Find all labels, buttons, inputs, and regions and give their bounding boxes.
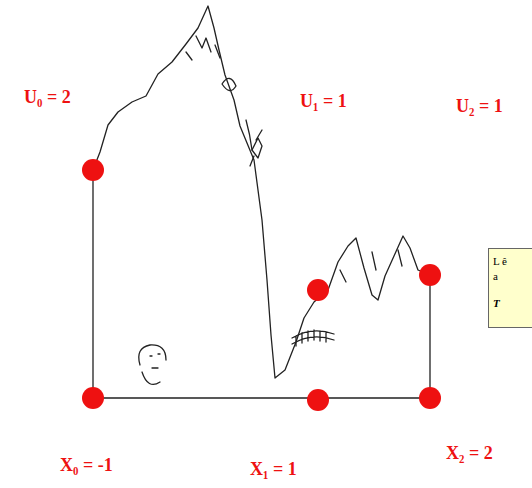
red-dot (82, 159, 104, 181)
note-heading: T (493, 296, 507, 311)
variable-label: X₂ = 2 (446, 444, 493, 464)
frame-lines (93, 170, 430, 398)
bridge (292, 330, 334, 346)
red-dot (307, 389, 329, 411)
variable-label: U₁ = 1 (300, 92, 347, 112)
snow-lines (186, 36, 220, 60)
variable-label: U₂ = 1 (456, 97, 503, 117)
note-box: L ê a T (488, 248, 532, 328)
red-dot (419, 387, 441, 409)
variable-label: U₀ = 2 (24, 88, 71, 108)
rope (246, 120, 252, 150)
red-dot (307, 279, 329, 301)
variable-label: X₀ = -1 (60, 456, 113, 476)
peak-ridges (340, 250, 402, 282)
variable-label: X₁ = 1 (250, 460, 297, 480)
red-dot (82, 387, 104, 409)
face-doodle (139, 345, 166, 385)
red-dot (419, 264, 441, 286)
red-dots (82, 159, 441, 411)
mountain-outline (93, 6, 430, 378)
cave (222, 78, 236, 90)
note-text: L ê a (493, 254, 507, 284)
